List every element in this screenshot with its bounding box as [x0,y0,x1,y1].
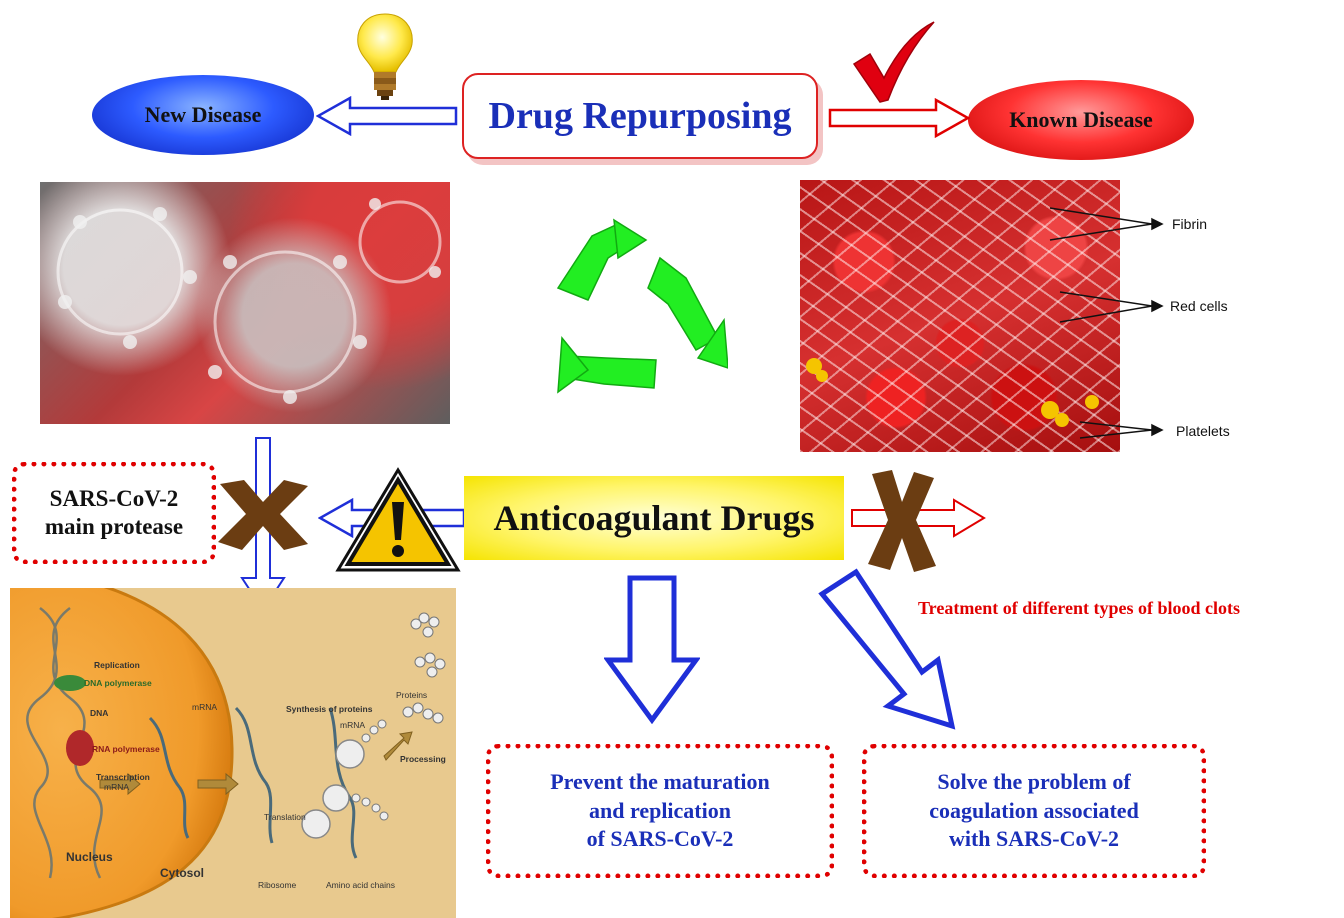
warning-icon [335,467,461,572]
known-disease-oval: Known Disease [968,80,1194,160]
red-cells-label: Red cells [1170,298,1228,314]
recycle-icon [556,218,728,394]
fibrin-label: Fibrin [1172,216,1208,232]
rna-polymerase-label: RNA polymerase [92,744,160,754]
lightbulb-icon [357,13,413,100]
mrna-label-1: mRNA [104,782,130,792]
mrna-label-3: mRNA [340,720,366,730]
amino-acid-chains-label: Amino acid chains [326,880,395,890]
drug-repurposing-title-box: Drug Repurposing [462,73,818,159]
new-disease-label: New Disease [144,102,262,127]
arrow-to-right-blocked [851,498,986,538]
arrow-to-new-disease [316,96,458,136]
solve-text: Solve the problem of coagulation associa… [929,769,1139,852]
arrow-to-solve [818,568,956,730]
anticoagulant-drugs-box: Anticoagulant Drugs [464,476,844,560]
proteins-label: Proteins [396,690,428,700]
sars-cov-2-protease-box: SARS-CoV-2 main protease [12,462,216,564]
mrna-label-2: mRNA [192,702,218,712]
synthesis-label: Synthesis of proteins [286,704,373,714]
new-disease-oval: New Disease [92,75,314,155]
protein-synthesis-panel: Replication DNA polymerase DNA RNA polym… [10,588,456,918]
checkmark-icon [852,21,935,103]
protease-label: SARS-CoV-2 main protease [44,486,184,539]
cytosol-label: Cytosol [160,866,205,880]
replication-label: Replication [94,660,140,670]
known-disease-label: Known Disease [1009,107,1153,132]
cross-icon [868,470,936,572]
translation-label: Translation [264,812,306,822]
coronavirus-photo [40,182,450,424]
arrow-to-known-disease [828,98,970,138]
nucleus-label: Nucleus [66,850,113,864]
arrow-to-prevent [604,575,700,724]
platelets-label: Platelets [1176,423,1230,439]
processing-label: Processing [400,754,446,764]
blood-clot-photo [800,180,1120,452]
solve-coagulation-box: Solve the problem of coagulation associa… [862,744,1206,878]
dna-label: DNA [90,708,109,718]
page-title: Drug Repurposing [488,95,792,137]
dna-polymerase-label: DNA polymerase [84,678,152,688]
treatment-note: Treatment of different types of blood cl… [918,598,1240,618]
blood-label-pointers [1049,207,1164,439]
prevent-maturation-box: Prevent the maturation and replication o… [486,744,834,878]
anticoagulant-drugs-label: Anticoagulant Drugs [493,498,815,538]
prevent-text: Prevent the maturation and replication o… [550,769,770,852]
cross-icon [218,480,308,550]
transcription-label: Transcription [96,772,150,782]
ribosome-label: Ribosome [258,880,297,890]
